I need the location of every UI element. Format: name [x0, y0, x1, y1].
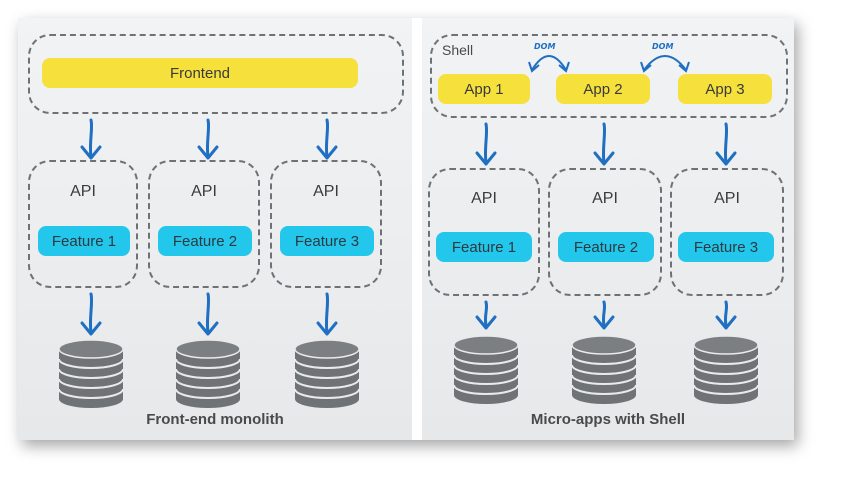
dom-double-arrow-1	[528, 55, 570, 73]
api-label-1: API	[471, 190, 497, 207]
shell-label: Shell	[442, 42, 474, 58]
arrows-and-databases	[58, 55, 759, 408]
frontend-block: Frontend	[42, 58, 358, 88]
api-container-3	[670, 168, 784, 296]
api-container-2	[548, 168, 662, 296]
database-icon-2	[175, 339, 241, 408]
api-label-3: API	[313, 183, 339, 200]
down-arrow-frontend-to-api-1	[80, 118, 102, 160]
shell-container	[430, 34, 788, 118]
database-icon-3	[294, 339, 360, 408]
api-container-1	[28, 160, 138, 288]
down-arrow-frontend-to-api-2	[197, 118, 219, 160]
diagram-frame: Frontend API API API Feature 1 Feature 2…	[18, 18, 794, 440]
feature-block-2: Feature 2	[158, 226, 252, 256]
down-arrow-api-to-db-3	[715, 300, 737, 330]
down-arrow-api-to-db-2	[197, 292, 219, 336]
database-icon-3	[693, 335, 759, 404]
app-block-1: App 1	[438, 74, 530, 104]
down-arrow-app-to-api-3	[715, 122, 737, 166]
api-label-2: API	[592, 190, 618, 207]
down-arrow-api-to-db-1	[80, 292, 102, 336]
api-label-1: API	[70, 183, 96, 200]
dom-label-2: DOM	[652, 42, 674, 51]
frontend-container	[28, 34, 404, 114]
database-icon-1	[453, 335, 519, 404]
down-arrow-api-to-db-2	[593, 300, 615, 330]
api-label-3: API	[714, 190, 740, 207]
app-block-2: App 2	[556, 74, 650, 104]
database-icon-1	[58, 339, 124, 408]
api-container-2	[148, 160, 260, 288]
down-arrow-frontend-to-api-3	[316, 118, 338, 160]
database-icon-2	[571, 335, 637, 404]
feature-block-1: Feature 1	[38, 226, 130, 256]
monolith-caption: Front-end monolith	[146, 411, 284, 428]
app-block-3: App 3	[678, 74, 772, 104]
dom-double-arrow-2	[640, 55, 690, 73]
down-arrow-api-to-db-3	[316, 292, 338, 336]
down-arrow-api-to-db-1	[475, 300, 497, 330]
micro-apps-caption: Micro-apps with Shell	[530, 411, 686, 428]
feature-block-3: Feature 3	[280, 226, 374, 256]
dom-label-1: DOM	[534, 42, 556, 51]
feature-block-2: Feature 2	[558, 232, 654, 262]
api-label-2: API	[191, 183, 217, 200]
down-arrow-app-to-api-2	[593, 122, 615, 166]
api-container-1	[428, 168, 540, 296]
feature-block-1: Feature 1	[436, 232, 532, 262]
api-container-3	[270, 160, 382, 288]
feature-block-3: Feature 3	[678, 232, 774, 262]
down-arrow-app-to-api-1	[475, 122, 497, 166]
